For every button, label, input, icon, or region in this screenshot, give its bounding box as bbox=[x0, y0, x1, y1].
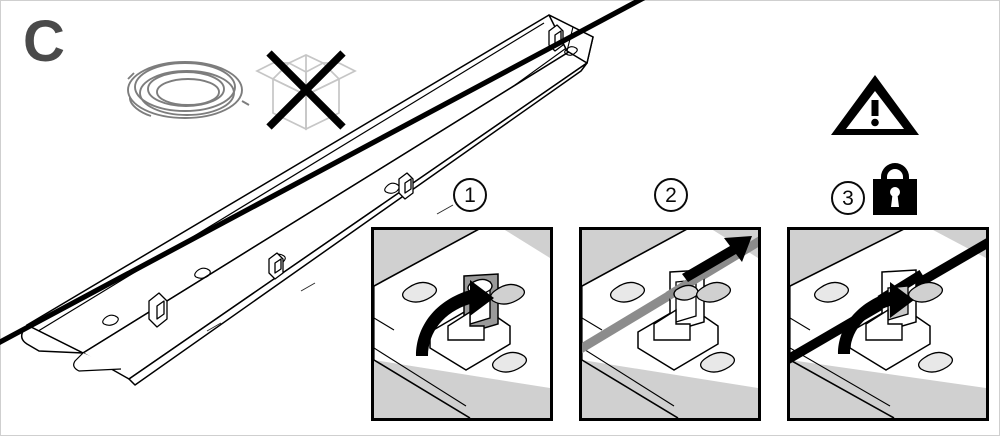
step-2-panel bbox=[579, 227, 761, 421]
step-badge-1: 1 bbox=[453, 178, 487, 212]
step-badge-3: 3 bbox=[831, 181, 865, 215]
cable-coil-icon bbox=[127, 61, 250, 119]
step-1-illustration bbox=[374, 230, 550, 418]
section-letter: C bbox=[23, 9, 65, 74]
warning-triangle-icon bbox=[831, 75, 919, 135]
step-1-panel bbox=[371, 227, 553, 421]
step-3-illustration bbox=[790, 230, 986, 418]
step-badge-2: 2 bbox=[654, 178, 688, 212]
step-3-panel bbox=[787, 227, 989, 421]
padlock-closed-icon bbox=[873, 163, 917, 215]
step-2-illustration bbox=[582, 230, 758, 418]
no-box-icon bbox=[255, 50, 357, 131]
cable-run bbox=[0, 0, 646, 345]
